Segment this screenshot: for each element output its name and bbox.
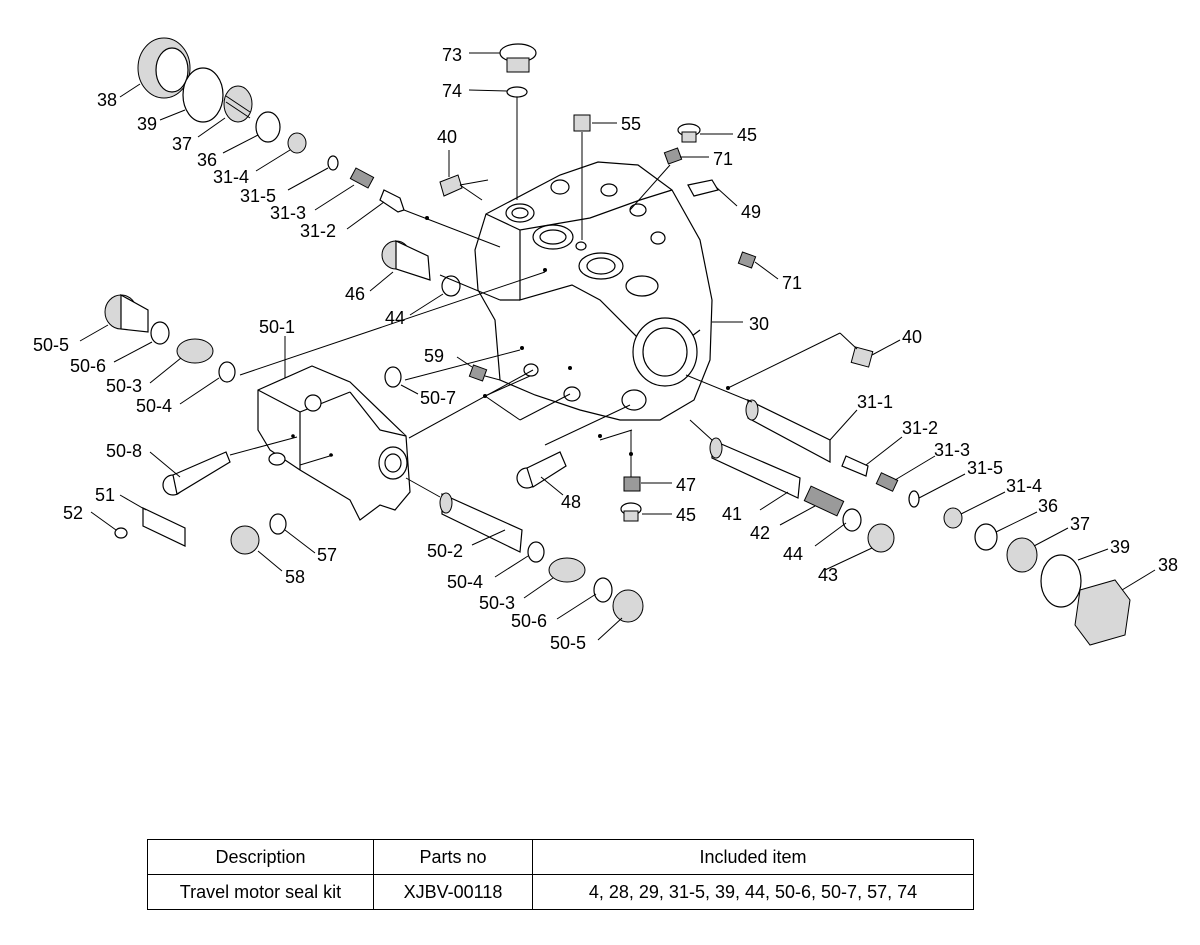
callout: 71 (782, 273, 802, 293)
cell-included-item: 4, 28, 29, 31-5, 39, 44, 50-6, 50-7, 57,… (532, 874, 974, 910)
callout: 71 (713, 149, 733, 169)
callout: 38 (1158, 555, 1178, 575)
header-description: Description (147, 839, 374, 875)
callout: 36 (197, 150, 217, 170)
callout-labels: 73 74 55 45 71 49 71 30 40 40 38 39 37 3… (33, 45, 1178, 653)
callout: 48 (561, 492, 581, 512)
callout: 50-6 (511, 611, 547, 631)
callout: 31-2 (300, 221, 336, 241)
callout: 50-5 (33, 335, 69, 355)
callout: 31-5 (240, 186, 276, 206)
callout: 45 (737, 125, 757, 145)
callout: 40 (437, 127, 457, 147)
callout: 31-4 (213, 167, 249, 187)
callout: 45 (676, 505, 696, 525)
callout: 41 (722, 504, 742, 524)
header-included-item: Included item (532, 839, 974, 875)
callout: 31-3 (934, 440, 970, 460)
callout: 73 (442, 45, 462, 65)
callout: 58 (285, 567, 305, 587)
cell-parts-no: XJBV-00118 (373, 874, 533, 910)
callout: 50-6 (70, 356, 106, 376)
table-row: Travel motor seal kit XJBV-00118 4, 28, … (147, 874, 974, 910)
seal-kit-table: Description Parts no Included item Trave… (147, 839, 974, 910)
callout: 47 (676, 475, 696, 495)
callout: 31-2 (902, 418, 938, 438)
callout: 50-1 (259, 317, 295, 337)
callout: 43 (818, 565, 838, 585)
callout: 52 (63, 503, 83, 523)
callout: 40 (902, 327, 922, 347)
callout: 50-2 (427, 541, 463, 561)
callout: 55 (621, 114, 641, 134)
leader-lines (79, 52, 1156, 641)
callout: 31-5 (967, 458, 1003, 478)
callout: 44 (385, 308, 405, 328)
callout: 50-4 (136, 396, 172, 416)
callout: 30 (749, 314, 769, 334)
exploded-parts-diagram: 73 74 55 45 71 49 71 30 40 40 38 39 37 3… (33, 37, 1178, 653)
callout: 50-8 (106, 441, 142, 461)
callout: 50-3 (106, 376, 142, 396)
callout: 50-4 (447, 572, 483, 592)
callout: 31-1 (857, 392, 893, 412)
cell-description: Travel motor seal kit (147, 874, 374, 910)
callout: 39 (137, 114, 157, 134)
parts (104, 37, 1131, 646)
main-housing (474, 161, 713, 421)
callout: 39 (1110, 537, 1130, 557)
callout: 50-3 (479, 593, 515, 613)
callout: 50-7 (420, 388, 456, 408)
callout: 44 (783, 544, 803, 564)
callout: 46 (345, 284, 365, 304)
header-parts-no: Parts no (373, 839, 533, 875)
callout: 50-5 (550, 633, 586, 653)
table-header-row: Description Parts no Included item (147, 839, 974, 875)
callout: 59 (424, 346, 444, 366)
callout: 74 (442, 81, 462, 101)
callout: 37 (172, 134, 192, 154)
callout: 37 (1070, 514, 1090, 534)
callout: 36 (1038, 496, 1058, 516)
sub-housing (257, 365, 411, 521)
callout: 57 (317, 545, 337, 565)
callout: 31-4 (1006, 476, 1042, 496)
callout: 42 (750, 523, 770, 543)
callout: 51 (95, 485, 115, 505)
junction-dots (425, 216, 730, 456)
callout: 31-3 (270, 203, 306, 223)
callout: 49 (741, 202, 761, 222)
callout: 38 (97, 90, 117, 110)
